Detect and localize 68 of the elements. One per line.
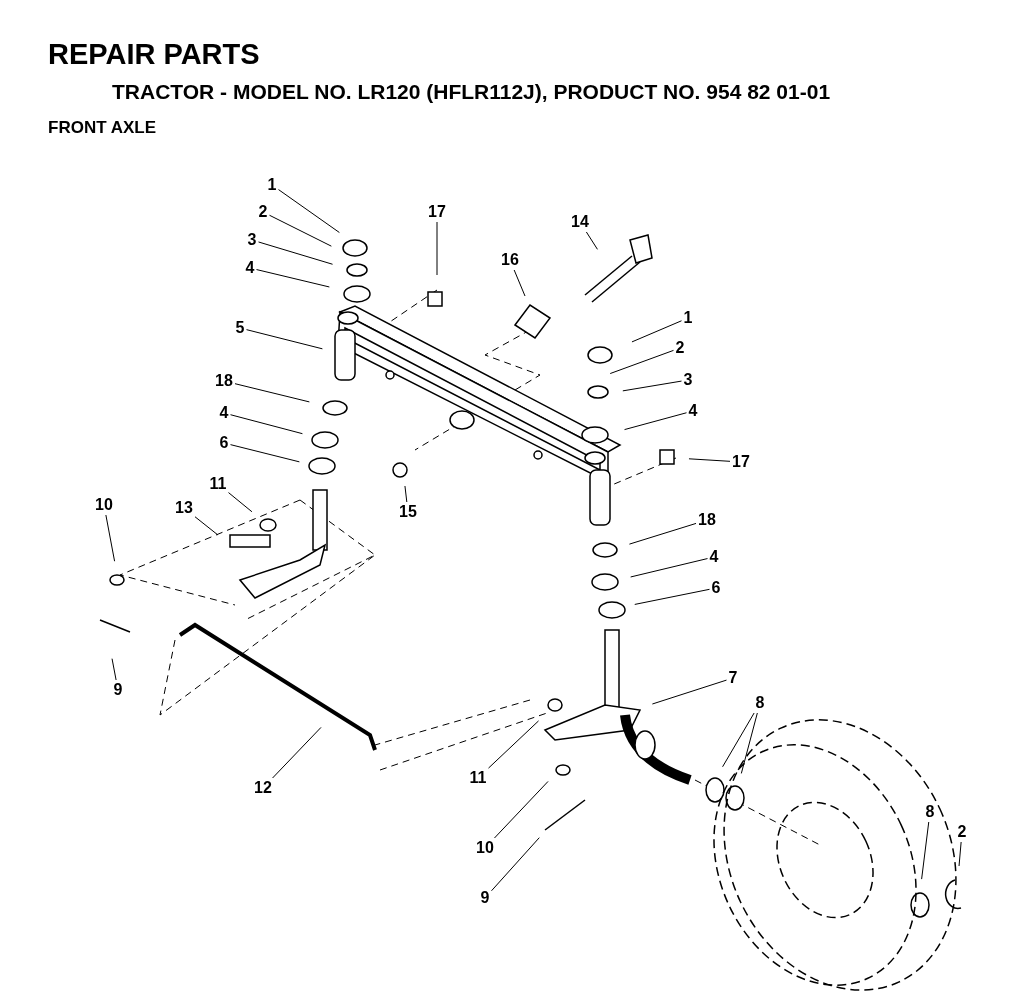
leader-line <box>246 329 323 350</box>
callout-number: 11 <box>209 475 227 493</box>
leader-line <box>958 841 962 867</box>
leader-line <box>230 414 303 435</box>
callout-number: 6 <box>219 434 229 452</box>
leader-line <box>404 485 408 503</box>
leader-line <box>488 720 540 769</box>
leader-line <box>609 349 674 375</box>
leader-line <box>631 320 682 343</box>
leader-line <box>228 492 253 513</box>
leader-line <box>436 221 438 276</box>
leader-line <box>258 241 334 265</box>
leader-line <box>634 588 710 605</box>
page-title: REPAIR PARTS <box>48 38 260 71</box>
leader-line <box>234 383 310 403</box>
callout-number: 5 <box>235 319 245 337</box>
callout-number: 17 <box>428 203 446 221</box>
callout-number: 1 <box>267 176 277 194</box>
leader-line <box>493 780 549 839</box>
callout-number: 7 <box>728 669 738 687</box>
callout-number: 11 <box>469 769 487 787</box>
model-heading: TRACTOR - MODEL NO. LR120 (HFLR112J), PRODUCT NO. 954 82 01-01 <box>112 80 831 104</box>
callout-number: 1 <box>683 309 693 327</box>
leader-line <box>272 726 322 779</box>
callout-number: 4 <box>709 548 719 566</box>
leader-line <box>105 514 116 562</box>
callout-number: 2 <box>675 339 685 357</box>
callout-number: 3 <box>247 231 257 249</box>
callout-number: 6 <box>711 579 721 597</box>
callout-number: 17 <box>732 453 750 471</box>
leader-line <box>111 658 117 681</box>
callout-number: 18 <box>215 372 233 390</box>
leader-line <box>628 522 697 545</box>
leader-line <box>622 380 682 392</box>
callout-number: 12 <box>254 779 272 797</box>
callout-number: 2 <box>258 203 268 221</box>
leader-line <box>269 214 332 247</box>
callout-number: 13 <box>175 499 193 517</box>
callout-number: 4 <box>219 404 229 422</box>
leader-line <box>740 712 758 774</box>
leader-line <box>921 821 930 880</box>
leader-line <box>491 837 540 892</box>
callout-number: 15 <box>399 503 417 521</box>
callout-number: 18 <box>698 511 716 529</box>
callout-number: 9 <box>113 681 123 699</box>
callout-number: 8 <box>925 803 935 821</box>
leader-line <box>624 412 687 431</box>
callout-number: 14 <box>571 213 589 231</box>
leader-line <box>585 231 598 250</box>
leader-line <box>688 458 731 462</box>
callout-number: 16 <box>501 251 519 269</box>
leader-line <box>630 558 708 578</box>
callout-number: 8 <box>755 694 765 712</box>
callout-number: 10 <box>95 496 113 514</box>
leader-line <box>513 269 526 297</box>
callout-number: 2 <box>957 823 967 841</box>
leader-line <box>194 516 219 536</box>
leader-line <box>256 269 330 288</box>
callout-number: 10 <box>476 839 494 857</box>
leader-line <box>278 189 340 233</box>
leader-line <box>230 444 300 463</box>
callout-number: 9 <box>480 889 490 907</box>
leader-line <box>651 679 727 705</box>
section-heading: FRONT AXLE <box>48 118 156 138</box>
leader-line <box>722 712 755 768</box>
callout-number: 4 <box>245 259 255 277</box>
callout-number: 4 <box>688 402 698 420</box>
callout-number: 3 <box>683 371 693 389</box>
